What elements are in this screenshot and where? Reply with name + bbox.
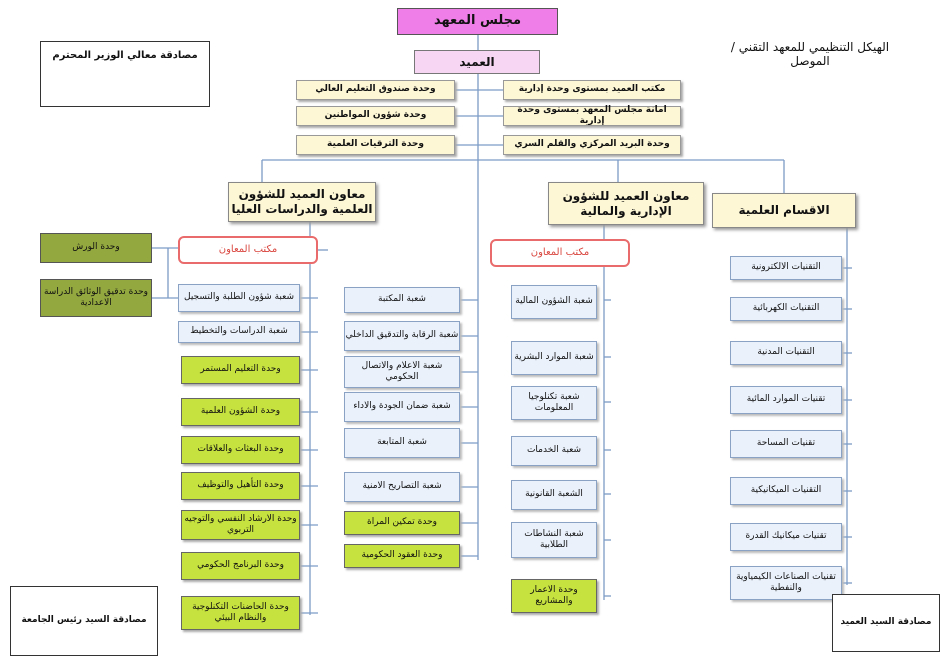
workshops-unit: وحدة الورش: [40, 233, 152, 263]
department-3: التقنيات المدنية: [730, 341, 842, 365]
scientific-item-4: وحدة الشؤون العلمية: [181, 398, 300, 426]
dean-unit-right-1: مكتب العميد بمستوى وحدة إدارية: [503, 80, 681, 100]
scientific-item-7: وحدة الارشاد النفسي والتوجيه التربوي: [181, 510, 300, 540]
center-item-5: شعبة المتابعة: [344, 428, 460, 458]
dean-unit-right-3: وحدة البريد المركزي والقلم السري: [503, 135, 681, 155]
assistant-scientific-box: معاون العميد للشؤون العلمية والدراسات ال…: [228, 182, 376, 222]
admin-item-3: شعبة تكنلوجيا المعلومات: [511, 386, 597, 420]
admin-item-7: وحدة الاعمار والمشاريع: [511, 579, 597, 613]
scientific-item-1: شعبة شؤون الطلبة والتسجيل: [178, 284, 300, 312]
scientific-item-2: شعبة الدراسات والتخطيط: [178, 321, 300, 343]
admin-item-6: شعبة النشاطات الطلابية: [511, 522, 597, 558]
institute-council-box: مجلس المعهد: [397, 8, 558, 35]
dean-unit-left-2: وحدة شؤون المواطنين: [296, 106, 455, 126]
prep-docs-audit-unit: وحدة تدقيق الوثائق الدراسة الاعدادية: [40, 279, 152, 317]
assistant-admin-box: معاون العميد للشؤون الإدارية والمالية: [548, 182, 704, 225]
dean-unit-left-3: وحدة الترقيات العلمية: [296, 135, 455, 155]
admin-item-4: شعبة الخدمات: [511, 436, 597, 466]
admin-item-5: الشعبة القانونية: [511, 480, 597, 510]
dean-approval-box: مصادقة السيد العميد: [832, 594, 940, 652]
department-1: التقنيات الالكترونية: [730, 256, 842, 280]
department-2: التقنيات الكهربائية: [730, 297, 842, 321]
president-approval-box: مصادقة السيد رئيس الجامعة: [10, 586, 158, 656]
center-item-1: شعبة المكتبة: [344, 287, 460, 313]
departments-header-box: الاقسام العلمية: [712, 193, 856, 228]
department-4: تقنيات الموارد المائية: [730, 386, 842, 414]
department-8: تقنيات الصناعات الكيمياوية والنفطية: [730, 566, 842, 600]
scientific-item-6: وحدة التأهيل والتوظيف: [181, 472, 300, 500]
assistant-office-scientific: مكتب المعاون: [178, 236, 318, 264]
scientific-item-8: وحدة البرنامج الحكومي: [181, 552, 300, 580]
center-item-2: شعبة الرقابة والتدقيق الداخلي: [344, 321, 460, 351]
scientific-item-5: وحدة البعثات والعلاقات: [181, 436, 300, 464]
department-6: التقنيات الميكانيكية: [730, 477, 842, 505]
assistant-office-admin: مكتب المعاون: [490, 239, 630, 267]
scientific-item-9: وحدة الحاضنات التكنلوجية والنظام البيئي: [181, 596, 300, 630]
minister-approval-box: مصادقة معالي الوزير المحترم: [40, 41, 210, 107]
admin-item-2: شعبة الموارد البشرية: [511, 341, 597, 375]
center-item-3: شعبة الاعلام والاتصال الحكومي: [344, 356, 460, 388]
department-5: تقنيات المساحة: [730, 430, 842, 458]
dean-unit-left-1: وحدة صندوق التعليم العالي: [296, 80, 455, 100]
center-item-7: وحدة تمكين المراة: [344, 511, 460, 535]
dean-box: العميد: [414, 50, 540, 74]
admin-item-1: شعبة الشؤون المالية: [511, 285, 597, 319]
center-item-6: شعبة التصاريح الامنية: [344, 472, 460, 502]
center-item-4: شعبة ضمان الجودة والاداء: [344, 392, 460, 422]
center-item-8: وحدة العقود الحكومية: [344, 544, 460, 568]
chart-title: الهيكل التنظيمي للمعهد التقني / الموصل: [730, 40, 890, 68]
scientific-item-3: وحدة التعليم المستمر: [181, 356, 300, 384]
department-7: تقنيات ميكانيك القدرة: [730, 523, 842, 551]
dean-unit-right-2: امانة مجلس المعهد بمستوى وحدة إدارية: [503, 105, 681, 126]
